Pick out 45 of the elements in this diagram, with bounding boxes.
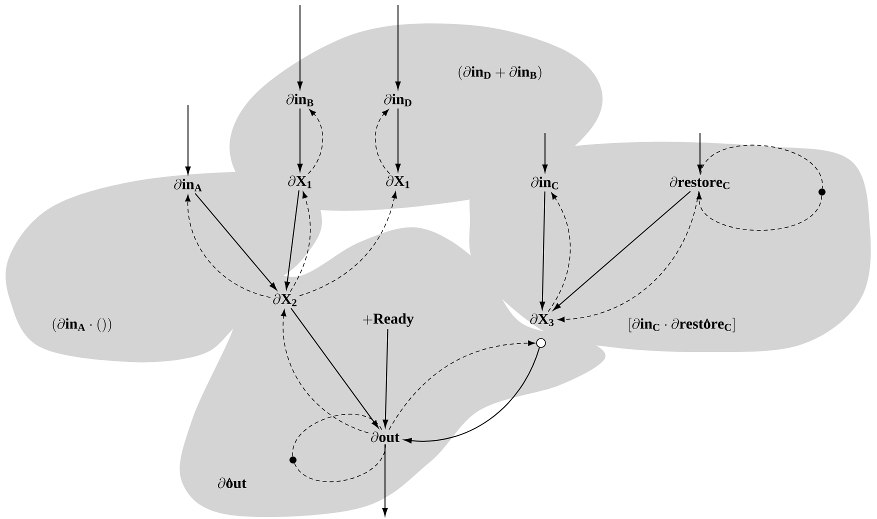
connector-line <box>700 144 823 189</box>
arrow <box>290 191 311 292</box>
node-label: $[\partial\mathbf{in}_{\mathbf{C}}\cdot\partial\mathbf{rest\hat{o}re}_{\mathbf{C}}]$ <box>630 318 734 332</box>
arrow <box>696 192 822 231</box>
arrow <box>284 190 300 290</box>
arrow <box>297 108 303 172</box>
arrow <box>185 104 191 174</box>
arrow <box>194 192 277 290</box>
state-label: $\partial\mathbf{X}_{\mathbf{1}}$ <box>386 176 410 188</box>
state-label: $\partial\mathbf{X}_{\mathbf{1}}$ <box>288 176 312 188</box>
filled-dot <box>290 456 296 464</box>
connector-line <box>292 414 382 457</box>
state-label: $+\mathbf{Ready}$ <box>362 313 414 327</box>
arrow <box>553 190 691 310</box>
state-label: $\partial\mathbf{in}_{\mathbf{A}}$ <box>174 178 202 192</box>
filled-dot <box>818 188 826 196</box>
arrow <box>297 4 303 90</box>
state-label: $\partial\mathbf{in}_{\mathbf{B}}$ <box>286 94 314 106</box>
state-label: $\partial\mathbf{out}$ <box>371 432 400 442</box>
arrow <box>697 132 703 173</box>
node-label: $(\partial\mathbf{in}_{\mathbf{D}}+\partial\mathbf{in}_{\mathbf{B}})$ <box>458 66 542 80</box>
arrow <box>185 194 271 298</box>
state-label: $\partial\mathbf{in}_{\mathbf{D}}$ <box>384 94 412 106</box>
node-label: $(\partial\mathbf{in}_{\mathbf{A}}\cdot())$ <box>52 318 112 332</box>
open-circle <box>536 338 546 348</box>
arrow <box>382 328 388 428</box>
node-label: $\partial\mathbf{\hat{o}ut}$ <box>218 478 246 488</box>
arrow <box>395 4 401 90</box>
state-label: $\partial\mathbf{restore}_{\mathbf{C}}$ <box>670 176 730 190</box>
arrow <box>395 108 401 172</box>
state-label: $\partial\mathbf{X}_{\mathbf{3}}$ <box>530 314 554 326</box>
arrow <box>290 308 379 428</box>
arrow <box>558 190 700 322</box>
arrow <box>280 309 369 434</box>
arrow <box>375 109 390 174</box>
arrow <box>548 192 571 312</box>
arrow <box>540 191 546 310</box>
arrow <box>404 347 540 444</box>
arrow <box>382 444 388 516</box>
state-label: $\partial\mathbf{in}_{\mathbf{C}}$ <box>531 176 558 190</box>
arrow <box>308 109 323 174</box>
arrow <box>388 340 536 430</box>
arrow <box>299 191 398 296</box>
connector-line <box>294 444 386 482</box>
arrow <box>542 132 548 172</box>
